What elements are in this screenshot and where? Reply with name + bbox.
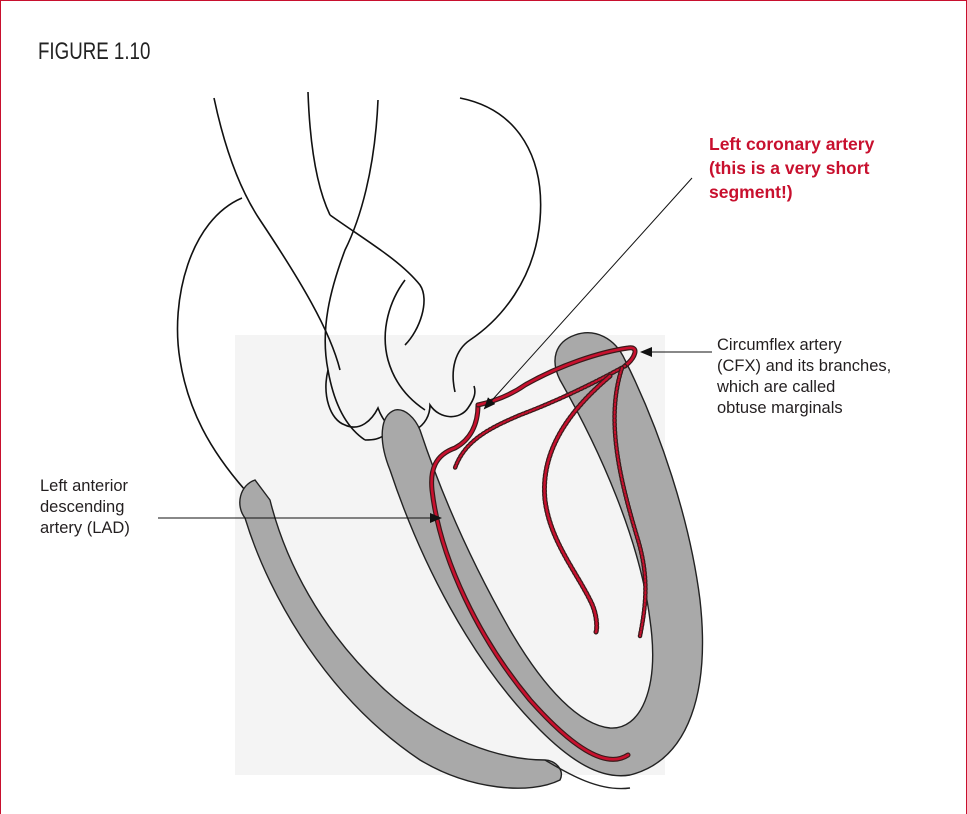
label-left-coronary-artery: Left coronary artery (this is a very sho… [709, 132, 874, 204]
label-lad: Left anterior descending artery (LAD) [40, 476, 130, 539]
label-circumflex-line-1: Circumflex artery [717, 335, 891, 356]
label-lad-line-1: Left anterior [40, 476, 130, 497]
label-circumflex-artery: Circumflex artery (CFX) and its branches… [717, 335, 891, 419]
label-circumflex-line-3: which are called [717, 377, 891, 398]
label-left-coronary-line-2: (this is a very short [709, 156, 874, 180]
label-circumflex-line-2: (CFX) and its branches, [717, 356, 891, 377]
label-circumflex-line-4: obtuse marginals [717, 398, 891, 419]
label-left-coronary-line-3: segment!) [709, 180, 874, 204]
label-lad-line-2: descending [40, 497, 130, 518]
label-left-coronary-line-1: Left coronary artery [709, 132, 874, 156]
label-lad-line-3: artery (LAD) [40, 518, 130, 539]
